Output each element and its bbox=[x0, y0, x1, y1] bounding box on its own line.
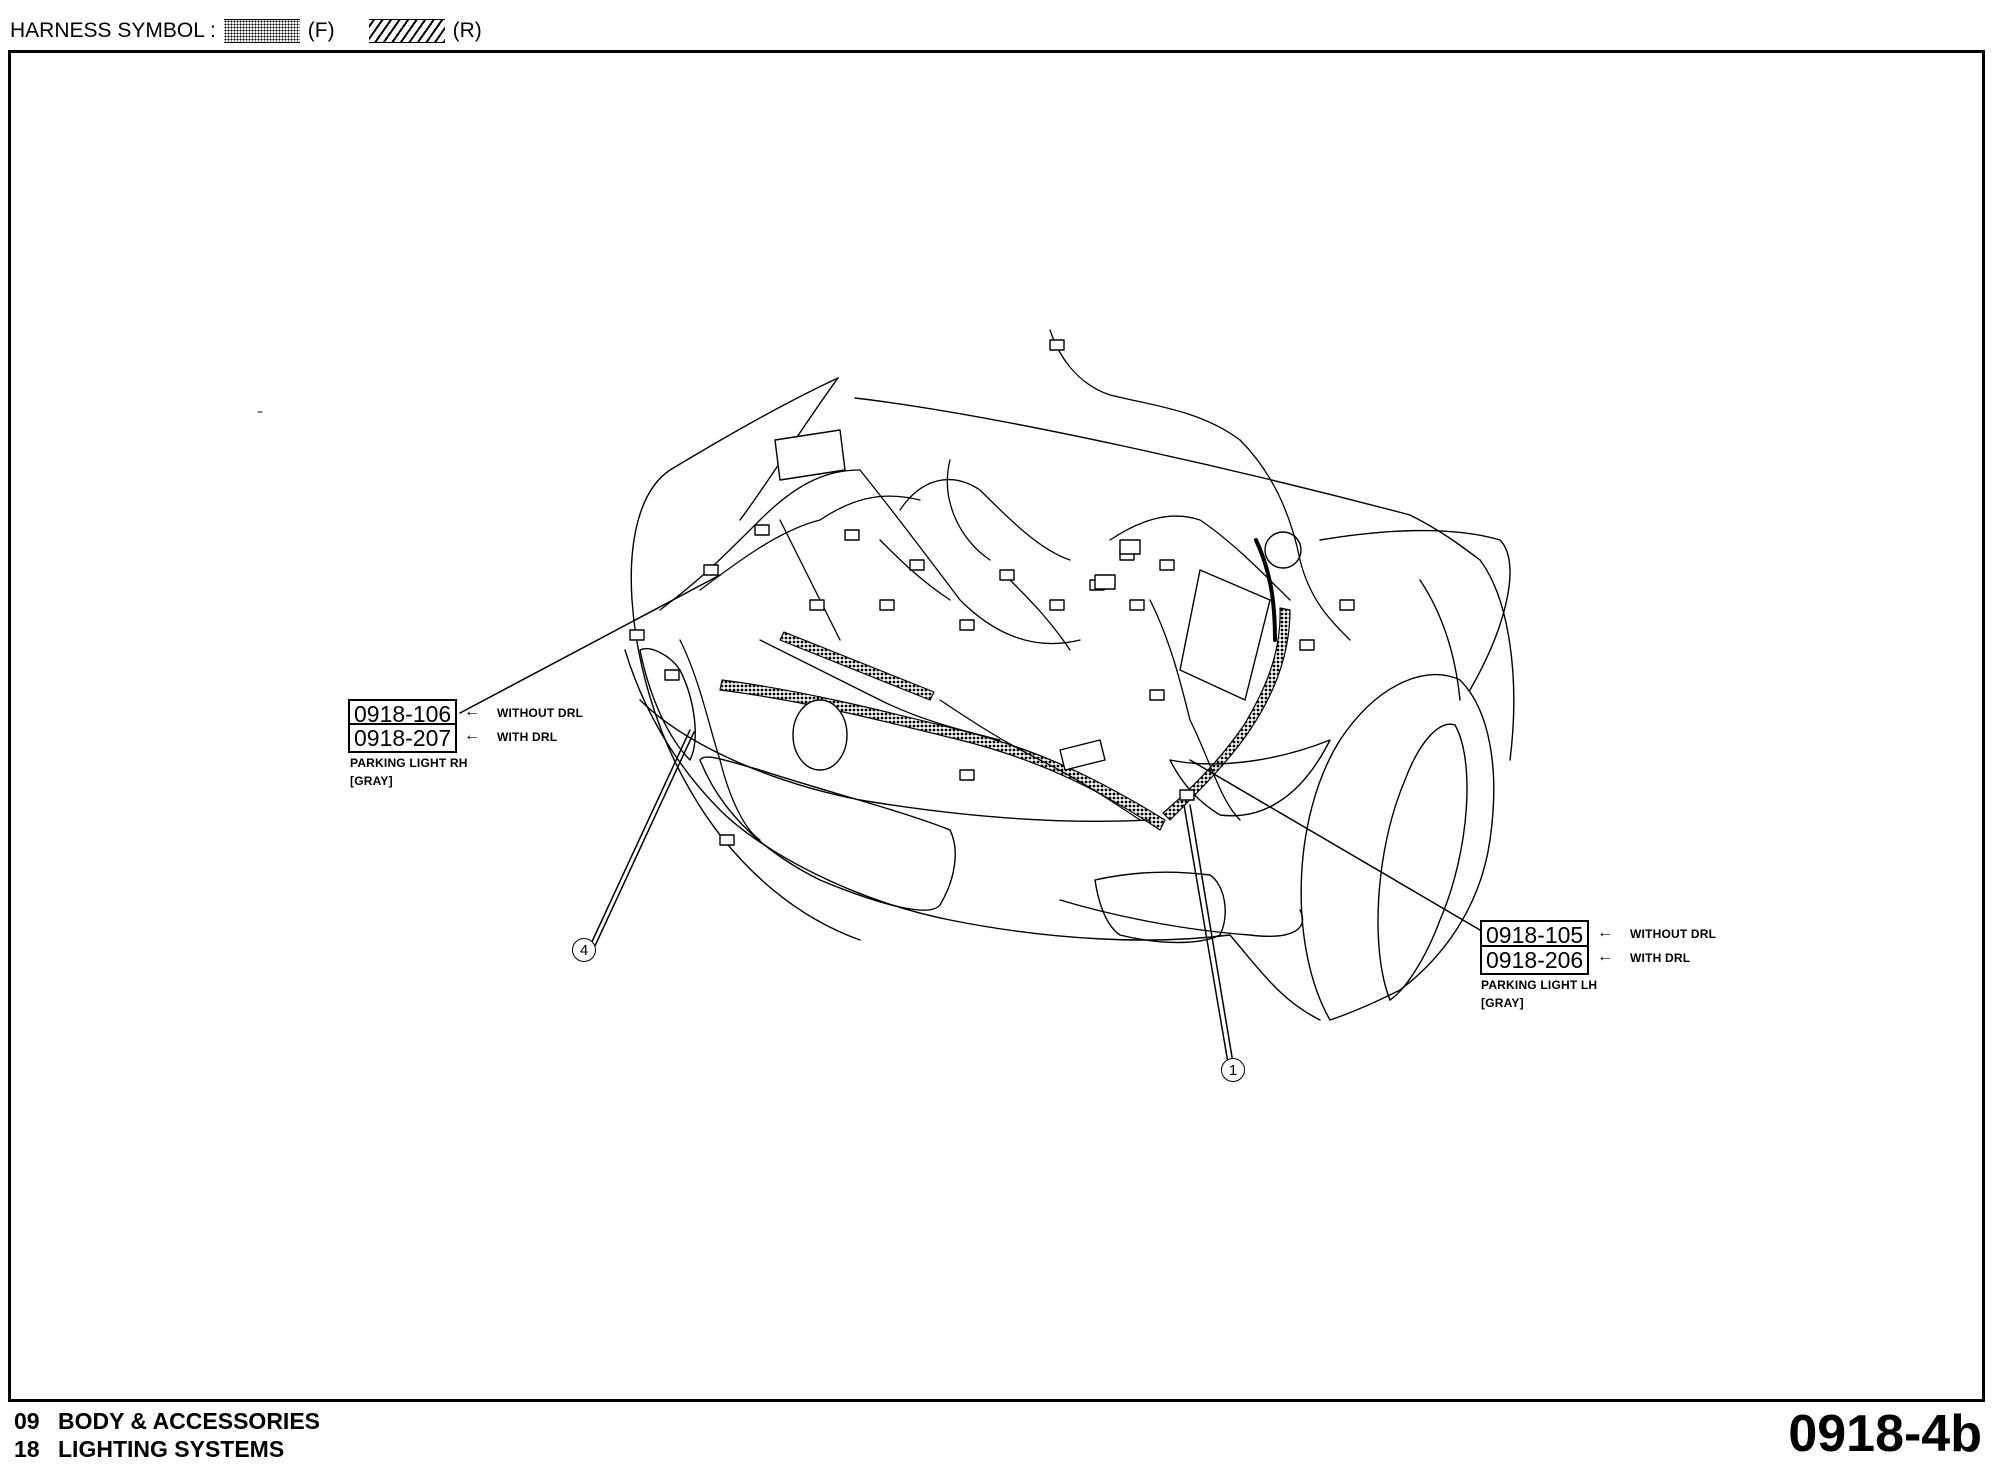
front-harness-symbol-icon bbox=[223, 19, 300, 43]
parking-light-rh-label: PARKING LIGHT RH bbox=[350, 756, 468, 770]
callout-leader-lines bbox=[459, 574, 1481, 1064]
code-with-drl-lh[interactable]: 0918-206 bbox=[1480, 945, 1590, 975]
arrow-left-icon: ← bbox=[464, 703, 480, 720]
item-marker-4: 4 bbox=[572, 938, 596, 962]
harness-trunk-front bbox=[719, 607, 1291, 831]
parking-light-lh-color: [GRAY] bbox=[1481, 996, 1524, 1010]
note-with-drl-lh: WITH DRL bbox=[1630, 951, 1691, 965]
harness-symbol-label: HARNESS SYMBOL : bbox=[10, 19, 216, 42]
note-without-drl-lh: WITHOUT DRL bbox=[1630, 927, 1717, 941]
parking-light-lh-label: PARKING LIGHT LH bbox=[1481, 978, 1598, 992]
rear-harness-symbol-icon bbox=[368, 19, 445, 43]
harness-symbol-legend: HARNESS SYMBOL : (F) (R) bbox=[10, 14, 482, 48]
vehicle-body-outline bbox=[624, 377, 1515, 1021]
parking-light-rh-color: [GRAY] bbox=[350, 774, 393, 788]
arrow-left-icon: ← bbox=[1597, 948, 1613, 965]
section-line-1: 09 BODY & ACCESSORIES bbox=[14, 1407, 320, 1435]
section-line-2: 18 LIGHTING SYSTEMS bbox=[14, 1435, 320, 1463]
subsection-number: 18 bbox=[14, 1436, 40, 1462]
subsection-title: LIGHTING SYSTEMS bbox=[58, 1436, 285, 1462]
diagram-frame bbox=[8, 50, 1985, 1402]
note-without-drl-rh: WITHOUT DRL bbox=[497, 706, 584, 720]
section-breadcrumb: 09 BODY & ACCESSORIES 18 LIGHTING SYSTEMS bbox=[14, 1407, 320, 1463]
front-harness-label: (F) bbox=[307, 19, 335, 42]
harness-components bbox=[629, 339, 1355, 846]
harness-wires bbox=[659, 329, 1351, 841]
note-with-drl-rh: WITH DRL bbox=[497, 730, 558, 744]
section-title: BODY & ACCESSORIES bbox=[58, 1408, 320, 1434]
arrow-left-icon: ← bbox=[464, 727, 480, 744]
code-with-drl-rh[interactable]: 0918-207 bbox=[348, 723, 458, 753]
page-code: 0918-4b bbox=[1788, 1405, 1982, 1463]
item-marker-1: 1 bbox=[1221, 1058, 1245, 1082]
section-number: 09 bbox=[14, 1408, 40, 1434]
arrow-left-icon: ← bbox=[1597, 924, 1613, 941]
rear-harness-label: (R) bbox=[452, 19, 482, 42]
